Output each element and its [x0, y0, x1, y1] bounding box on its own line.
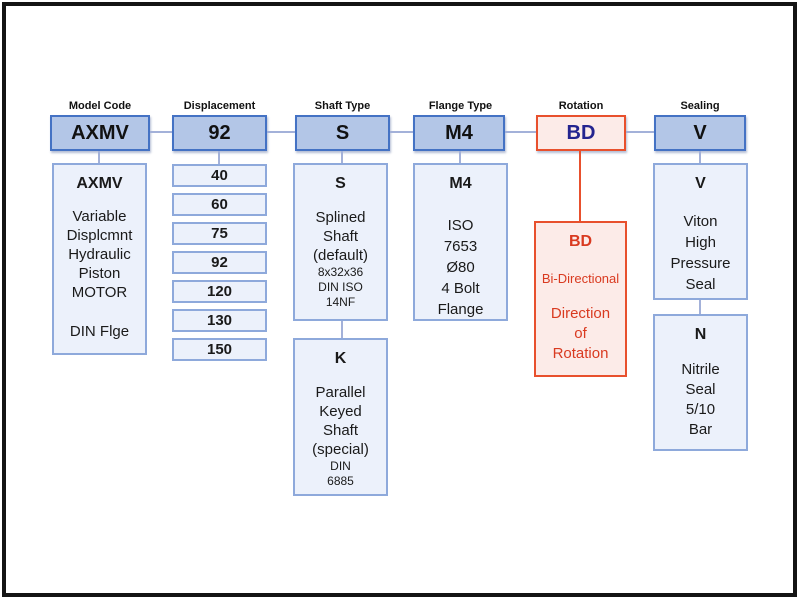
- flange-type-detail-box: M4 ISO 7653 Ø80 4 Bolt Flange: [413, 163, 508, 321]
- displacement-option: 60: [172, 193, 267, 216]
- sealing-viton-heading: V: [695, 175, 706, 192]
- model-code-detail-text: Variable Displcmnt Hydraulic Piston MOTO…: [66, 208, 133, 301]
- shaft-splined-text: Splined Shaft (default): [312, 209, 369, 264]
- sealing-viton-box: V Viton High Pressure Seal: [653, 163, 748, 300]
- connector-line: [267, 131, 295, 133]
- connector-line: [98, 151, 100, 163]
- connector-line: [626, 131, 654, 133]
- column-label-displacement: Displacement: [183, 100, 256, 112]
- model-code-detail-box: AXMV Variable Displcmnt Hydraulic Piston…: [52, 163, 147, 355]
- sealing-nitrile-box: N Nitrile Seal 5/10 Bar: [653, 314, 748, 451]
- model-code-detail-heading: AXMV: [76, 175, 123, 192]
- shaft-keyed-small-text: DIN 6885: [327, 459, 354, 488]
- connector-line: [699, 151, 701, 163]
- displacement-option: 92: [172, 251, 267, 274]
- displacement-option: 75: [172, 222, 267, 245]
- connector-line: [390, 131, 413, 133]
- shaft-keyed-text: Parallel Keyed Shaft (special): [312, 384, 369, 458]
- displacement-option: 150: [172, 338, 267, 361]
- model-code-detail-footer: DIN Flge: [69, 323, 130, 340]
- connector-line: [218, 151, 220, 164]
- rotation-detail-box: BD Bi-Directional Direction of Rotation: [534, 221, 627, 377]
- column-label-rotation: Rotation: [558, 100, 604, 112]
- displacement-option: 130: [172, 309, 267, 332]
- shaft-splined-small-text: 8x32x36 DIN ISO 14NF: [317, 265, 364, 309]
- connector-line: [505, 131, 536, 133]
- flange-detail-heading: M4: [449, 175, 472, 192]
- connector-line: [459, 151, 461, 163]
- connector-line: [341, 151, 343, 163]
- shaft-keyed-heading: K: [334, 350, 347, 367]
- column-label-flange-type: Flange Type: [428, 100, 493, 112]
- column-label-sealing: Sealing: [680, 100, 720, 112]
- shaft-type-header-box: S: [295, 115, 390, 151]
- sealing-nitrile-text: Nitrile Seal 5/10 Bar: [681, 361, 720, 438]
- rotation-detail-text: Direction of Rotation: [550, 305, 611, 362]
- connector-line: [341, 321, 343, 338]
- connector-line: [150, 131, 172, 133]
- column-label-shaft-type: Shaft Type: [314, 100, 371, 112]
- model-code-header-box: AXMV: [50, 115, 150, 151]
- displacement-option: 40: [172, 164, 267, 187]
- rotation-header-box: BD: [536, 115, 626, 151]
- displacement-header-box: 92: [172, 115, 267, 151]
- rotation-detail-heading: BD: [568, 233, 593, 250]
- displacement-option: 120: [172, 280, 267, 303]
- sealing-nitrile-heading: N: [694, 326, 707, 343]
- flange-detail-text: ISO 7653 Ø80 4 Bolt Flange: [437, 217, 484, 318]
- sealing-header-box: V: [654, 115, 746, 151]
- rotation-detail-subtext: Bi-Directional: [541, 271, 620, 286]
- shaft-splined-heading: S: [335, 175, 346, 192]
- column-label-model-code: Model Code: [68, 100, 132, 112]
- connector-line-rotation: [579, 151, 581, 221]
- flange-type-header-box: M4: [413, 115, 505, 151]
- shaft-type-splined-box: S Splined Shaft (default) 8x32x36 DIN IS…: [293, 163, 388, 321]
- sealing-viton-text: Viton High Pressure Seal: [670, 213, 731, 293]
- shaft-type-keyed-box: K Parallel Keyed Shaft (special) DIN 688…: [293, 338, 388, 496]
- connector-line: [699, 300, 701, 314]
